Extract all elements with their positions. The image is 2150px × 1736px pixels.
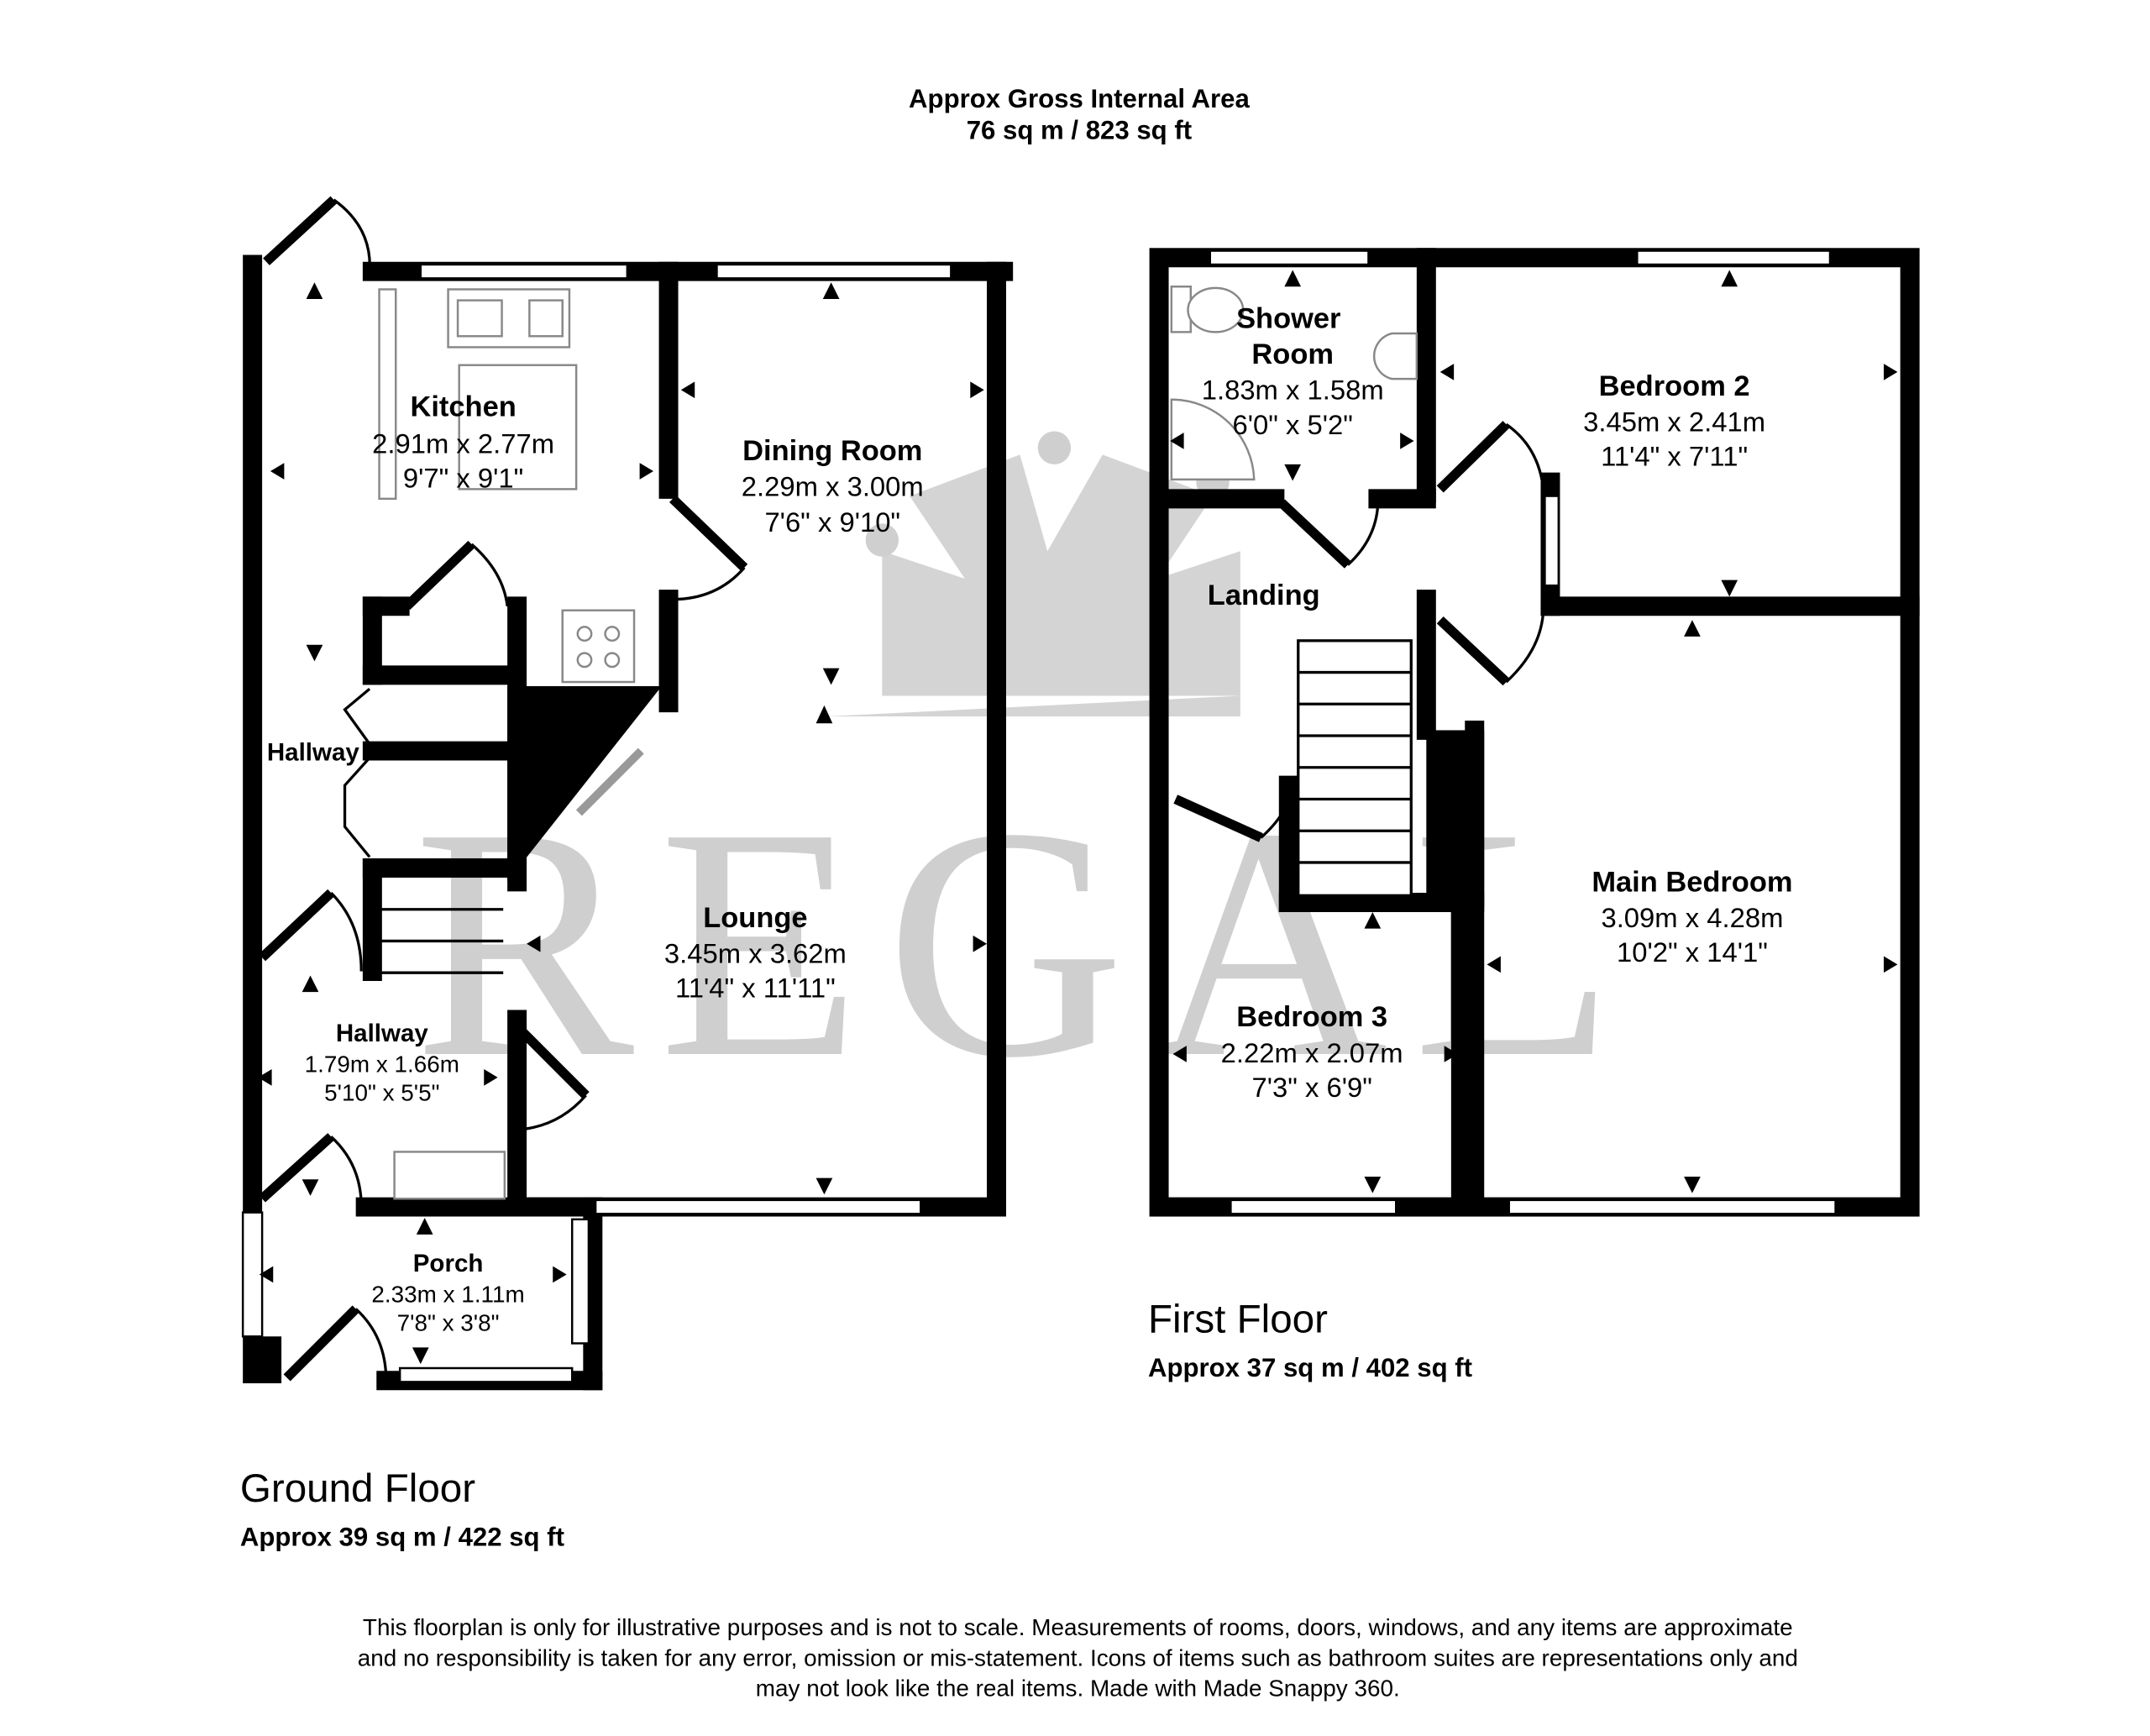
watermark-text: REGAL — [414, 760, 1640, 1126]
room-lounge: Lounge 3.45m x 3.62m 11'4" x 11'11" — [664, 902, 847, 1004]
room-hallway-upper: Hallway — [267, 739, 360, 767]
header-title: Approx Gross Internal Area — [909, 84, 1250, 113]
svg-text:2.29m x 3.00m: 2.29m x 3.00m — [742, 471, 924, 502]
room-porch: Porch 2.33m x 1.11m 7'8" x 3'8" — [371, 1250, 524, 1336]
svg-text:Dining Room: Dining Room — [742, 435, 922, 467]
room-dining-room: Dining Room 2.29m x 3.00m 7'6" x 9'10" — [742, 435, 924, 538]
svg-text:7'8" x 3'8": 7'8" x 3'8" — [397, 1310, 500, 1336]
svg-text:11'4" x 7'11": 11'4" x 7'11" — [1601, 440, 1748, 471]
svg-text:Lounge: Lounge — [703, 902, 807, 934]
svg-text:11'4" x 11'11": 11'4" x 11'11" — [675, 973, 836, 1004]
disclaimer-line-3: may not look like the real items. Made w… — [756, 1675, 1400, 1701]
sink-icon — [447, 288, 571, 349]
svg-text:1.79m x 1.66m: 1.79m x 1.66m — [305, 1051, 459, 1077]
room-hallway: Hallway 1.79m x 1.66m 5'10" x 5'5" — [305, 1020, 459, 1106]
toilet-icon — [1170, 285, 1245, 333]
svg-text:6'0" x 5'2": 6'0" x 5'2" — [1232, 409, 1352, 440]
disclaimer-line-1: This floorplan is only for illustrative … — [363, 1614, 1793, 1640]
svg-text:Hallway: Hallway — [336, 1020, 429, 1047]
header-area: 76 sq m / 823 sq ft — [967, 116, 1192, 145]
ground-floor-plan — [241, 196, 1014, 1391]
svg-text:Hallway: Hallway — [267, 739, 360, 767]
first-floor-area: Approx 37 sq m / 402 sq ft — [1148, 1353, 1472, 1382]
room-kitchen: Kitchen 2.91m x 2.77m 9'7" x 9'1" — [372, 391, 554, 493]
disclaimer-line-2: and no responsibility is taken for any e… — [358, 1644, 1798, 1670]
kitchen-window — [419, 263, 629, 280]
svg-text:Landing: Landing — [1208, 580, 1320, 611]
watermark: REGAL — [414, 431, 1640, 1126]
svg-text:3.09m x 4.28m: 3.09m x 4.28m — [1601, 902, 1783, 933]
svg-text:Kitchen: Kitchen — [410, 391, 516, 422]
hob-icon — [561, 609, 636, 684]
kitchen-counter — [458, 364, 578, 490]
svg-text:2.91m x 2.77m: 2.91m x 2.77m — [372, 428, 554, 459]
dimension-arrows — [258, 282, 988, 1365]
svg-text:2.22m x 2.07m: 2.22m x 2.07m — [1221, 1037, 1403, 1068]
svg-text:Bedroom 3: Bedroom 3 — [1236, 1001, 1387, 1033]
svg-text:1.83m x 1.58m: 1.83m x 1.58m — [1202, 375, 1384, 406]
svg-text:3.45m x 3.62m: 3.45m x 3.62m — [664, 938, 847, 969]
svg-text:7'6" x 9'10": 7'6" x 9'10" — [764, 506, 900, 538]
svg-text:Porch: Porch — [413, 1250, 484, 1277]
ground-floor-label: Ground Floor — [240, 1466, 475, 1511]
svg-text:2.33m x 1.11m: 2.33m x 1.11m — [371, 1281, 524, 1307]
svg-text:3.45m x 2.41m: 3.45m x 2.41m — [1583, 406, 1765, 437]
svg-text:9'7" x 9'1": 9'7" x 9'1" — [403, 463, 523, 494]
svg-text:Room: Room — [1251, 338, 1334, 370]
room-bedroom-2: Bedroom 2 3.45m x 2.41m 11'4" x 7'11" — [1583, 370, 1765, 472]
lounge-window — [594, 1198, 922, 1215]
first-floor-plan — [1149, 248, 1920, 1217]
room-shower-room: Shower Room 1.83m x 1.58m 6'0" x 5'2" — [1202, 302, 1384, 439]
basin-icon — [1372, 332, 1418, 380]
room-landing: Landing — [1208, 580, 1320, 611]
shower-icon — [1170, 398, 1256, 481]
svg-text:7'3" x 6'9": 7'3" x 6'9" — [1251, 1072, 1371, 1103]
room-main-bedroom: Main Bedroom 3.09m x 4.28m 10'2" x 14'1" — [1592, 866, 1792, 968]
ground-floor-area: Approx 39 sq m / 422 sq ft — [240, 1523, 564, 1552]
svg-text:Shower: Shower — [1236, 302, 1340, 334]
svg-text:Bedroom 2: Bedroom 2 — [1599, 370, 1750, 402]
svg-text:10'2" x 14'1": 10'2" x 14'1" — [1617, 936, 1768, 968]
svg-text:5'10" x 5'5": 5'10" x 5'5" — [324, 1080, 439, 1106]
room-bedroom-3: Bedroom 3 2.22m x 2.07m 7'3" x 6'9" — [1221, 1001, 1403, 1103]
first-floor-label: First Floor — [1148, 1297, 1328, 1341]
dining-window — [716, 263, 952, 280]
dimension-arrows — [1170, 270, 1898, 1193]
svg-text:Main Bedroom: Main Bedroom — [1592, 866, 1792, 898]
